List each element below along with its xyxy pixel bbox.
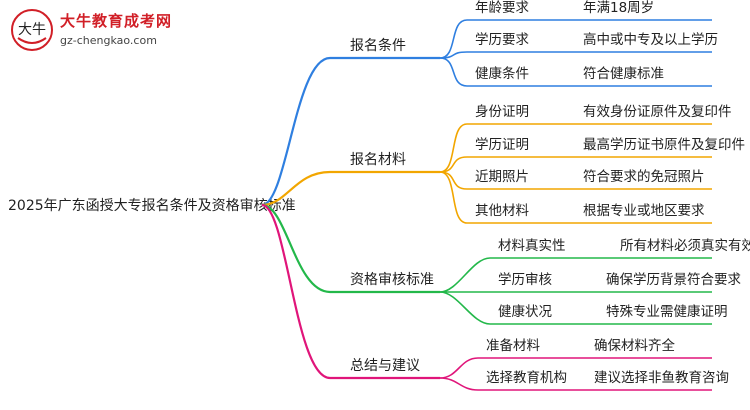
branch-connector [261,203,331,294]
leaf-connector [439,156,468,173]
svg-text:大牛: 大牛 [18,22,46,38]
leaf-key: 近期照片 [475,169,529,185]
leaf-value: 符合健康标准 [583,65,664,82]
leaf-value: 确保材料齐全 [594,337,675,354]
leaf-connector [439,57,468,87]
leaf-key: 年龄要求 [475,0,529,16]
leaf-connector [439,171,468,190]
leaf-value: 特殊专业需健康证明 [606,303,728,320]
leaf-connector [439,171,468,224]
leaf-key: 选择教育机构 [486,370,567,386]
root-topic: 2025年广东函授大专报名条件及资格审核标准 [8,197,296,214]
leaf-key: 准备材料 [486,337,540,354]
leaf-key: 健康状况 [498,303,552,320]
leaf-connector [439,377,479,391]
leaf-value: 确保学历背景符合要求 [606,272,741,288]
leaf-value: 高中或中专及以上学历 [583,31,718,48]
leaf-key: 学历审核 [498,272,552,288]
leaf-value: 年满18周岁 [583,0,654,16]
leaf-connector [439,19,468,59]
leaf-value: 最高学历证书原件及复印件 [583,136,745,153]
leaf-value: 所有材料必须真实有效 [620,238,750,254]
leaf-key: 其他材料 [475,203,529,219]
leaf-key: 学历要求 [475,32,529,48]
leaf-connector [439,123,468,173]
branch-connector [261,170,331,207]
leaf-connector [439,357,479,379]
branch-connector [261,203,331,380]
logo-title: 大牛教育成考网 [60,12,173,30]
leaf-value: 有效身份证原件及复印件 [583,103,732,120]
leaf-value: 根据专业或地区要求 [583,203,705,219]
leaf-connector [439,51,468,59]
branch-label: 总结与建议 [350,358,420,374]
logo-mark-icon: 大牛 [11,9,53,51]
leaf-key: 健康条件 [475,65,529,82]
logo-url: gz-chengkao.com [60,34,157,47]
leaf-value: 符合要求的免冠照片 [583,169,705,185]
branch-connector [261,56,331,207]
leaf-key: 学历证明 [475,137,529,153]
leaf-key: 材料真实性 [498,238,566,254]
site-logo: 大牛 大牛教育成考网 gz-chengkao.com [10,8,180,54]
branch-label: 资格审核标准 [350,272,434,288]
leaf-key: 身份证明 [475,104,529,120]
leaf-connector [439,257,491,293]
leaf-connector [439,291,491,325]
branch-label: 报名材料 [350,152,406,168]
leaf-value: 建议选择非鱼教育咨询 [594,369,729,386]
branch-label: 报名条件 [350,37,406,54]
